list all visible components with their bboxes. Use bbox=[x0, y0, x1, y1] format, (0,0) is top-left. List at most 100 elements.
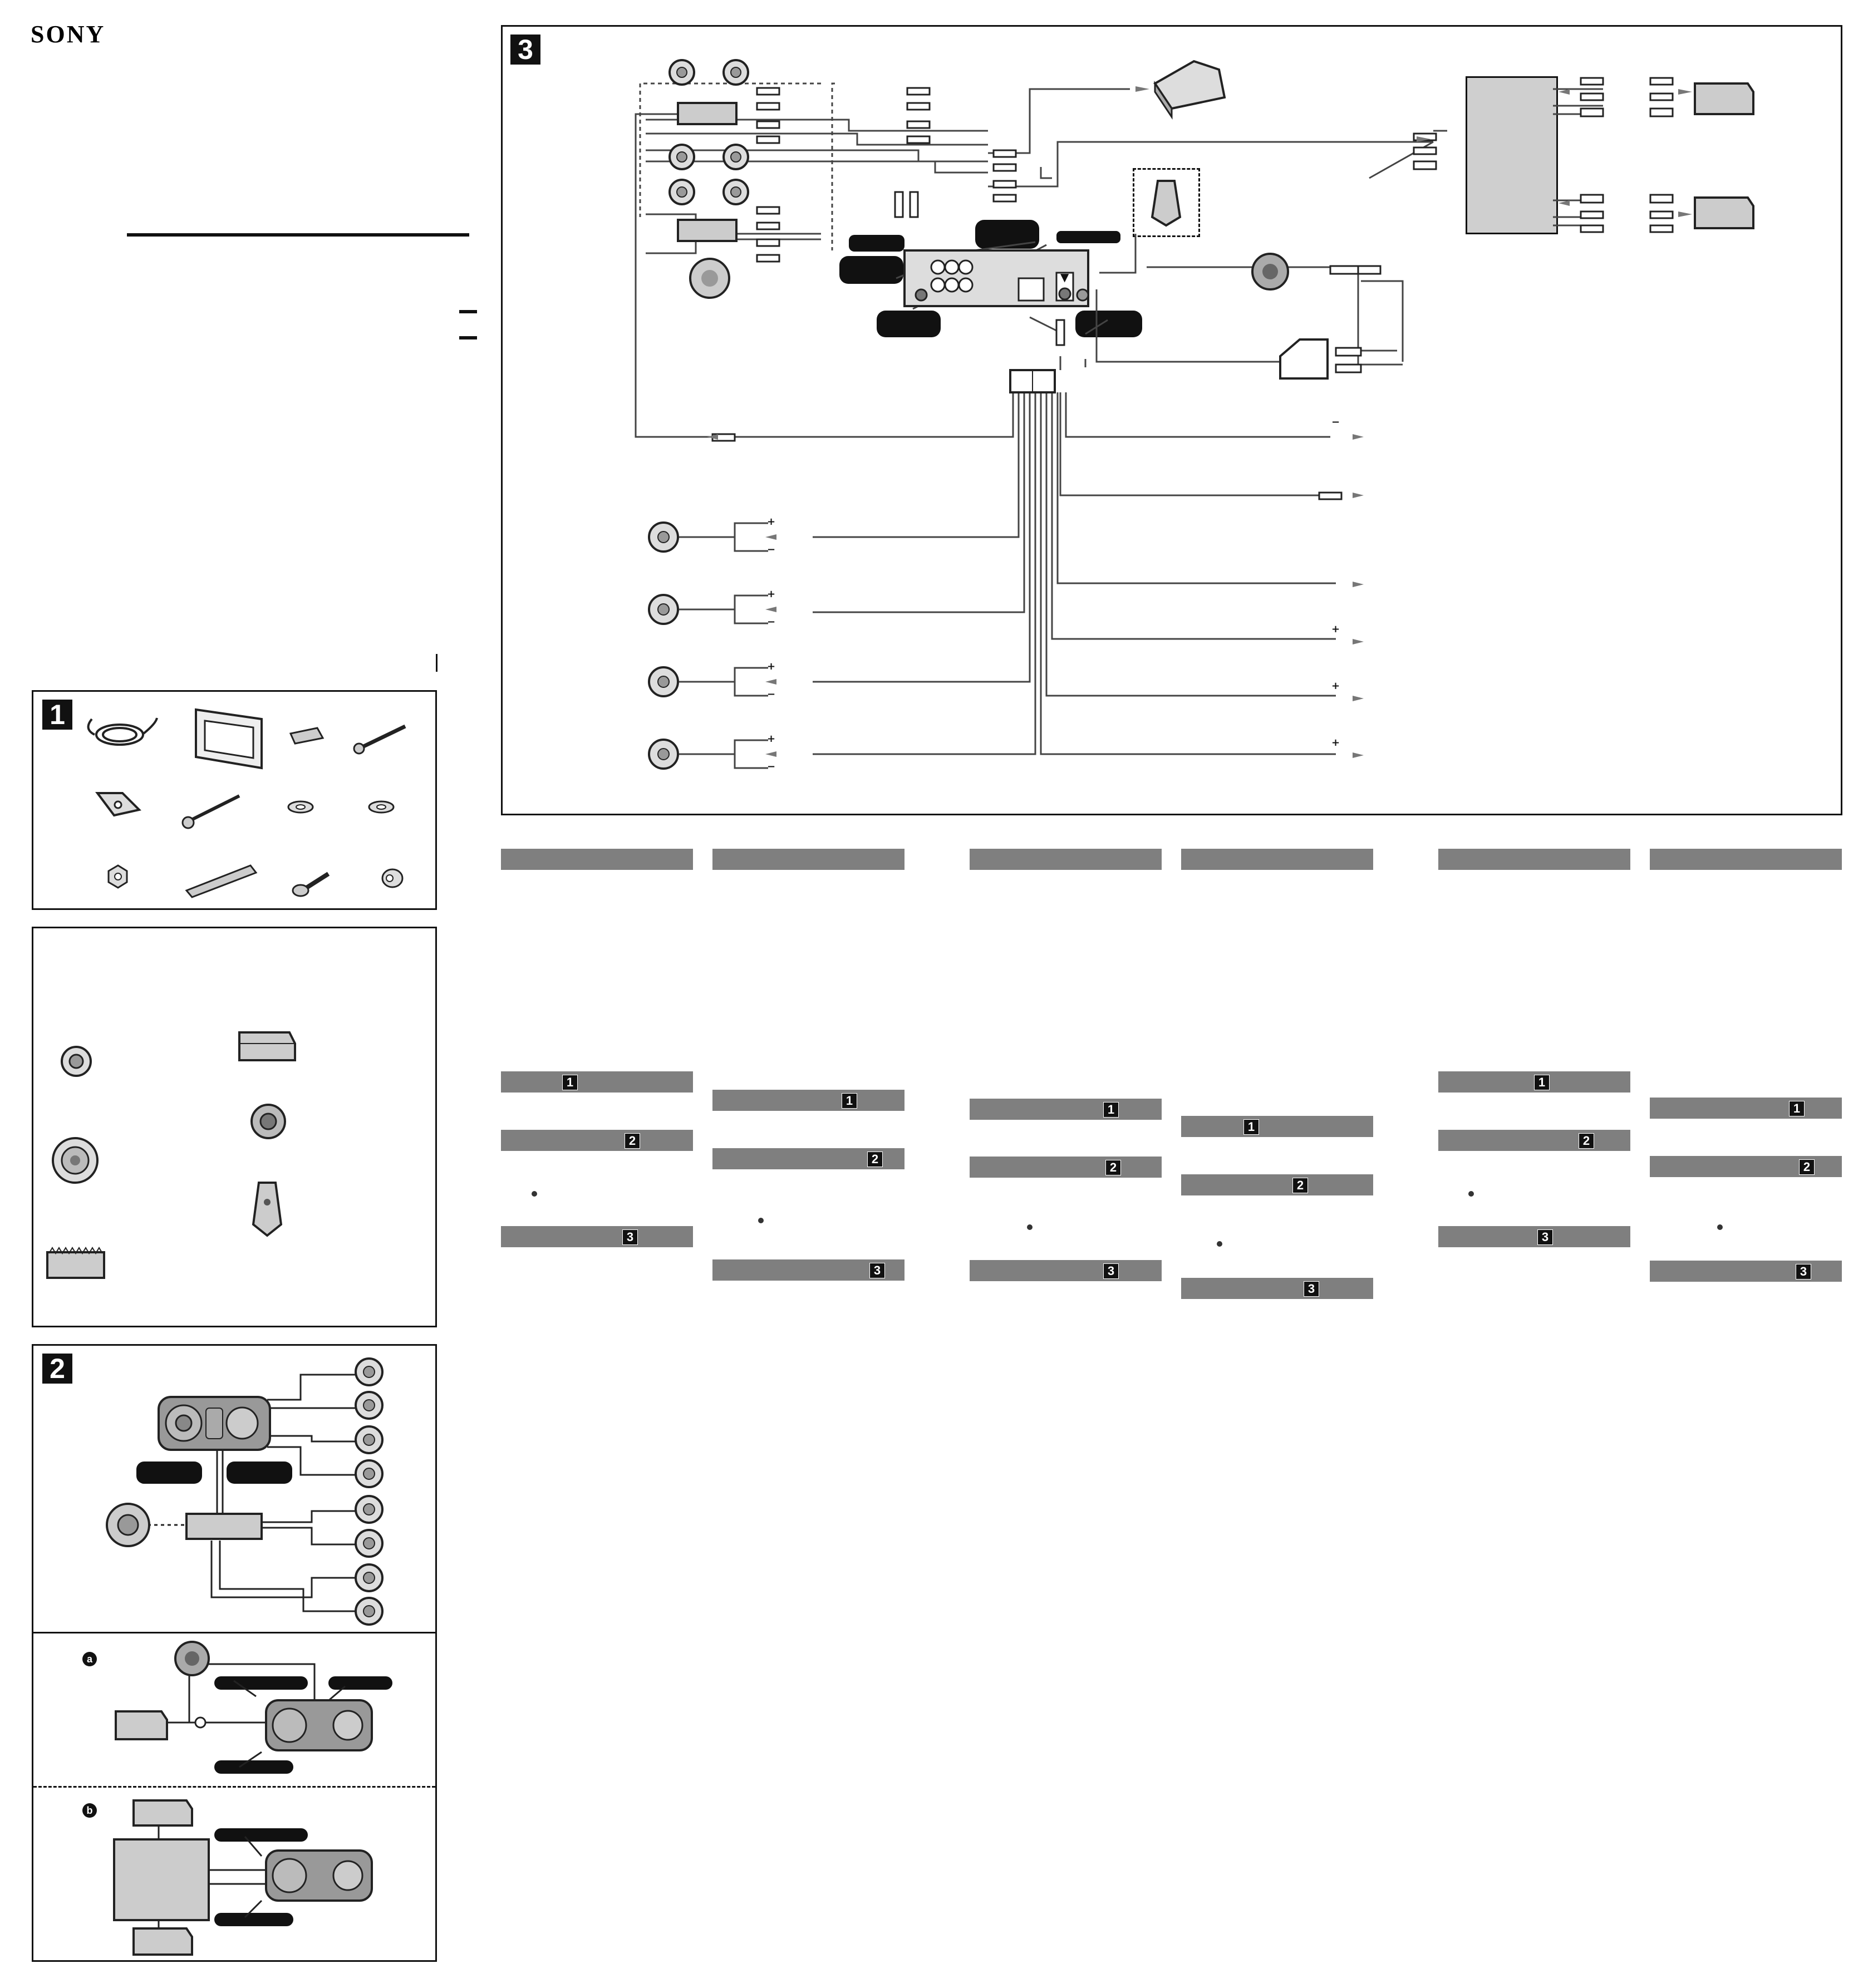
accessories-panel: 1 bbox=[32, 690, 437, 910]
arrow-left-icon bbox=[707, 89, 1570, 757]
section-tag: 3 bbox=[1304, 1281, 1319, 1297]
cd-changer-icon bbox=[1694, 82, 1754, 229]
remote-sensor-icon bbox=[1151, 180, 1182, 227]
harness-connector bbox=[1009, 369, 1056, 393]
column-heading-bar bbox=[501, 849, 693, 870]
rotary-commander-icon bbox=[250, 1104, 286, 1139]
spring-washer-icon bbox=[368, 800, 395, 814]
speaker-icon bbox=[52, 1137, 99, 1184]
section-bar-1: 1 bbox=[501, 1071, 693, 1093]
section-tag: 1 bbox=[842, 1093, 857, 1109]
mounting-frame-icon bbox=[195, 708, 263, 770]
callout-block bbox=[214, 1760, 293, 1774]
section-tag: 1 bbox=[1103, 1102, 1119, 1118]
section-tag: 3 bbox=[869, 1263, 885, 1278]
section-bar-2: 2 bbox=[1438, 1130, 1630, 1151]
bullet-dot bbox=[1717, 1224, 1723, 1230]
bullet-dot bbox=[1217, 1241, 1222, 1247]
arrow-right-icon bbox=[1135, 86, 1692, 758]
section-bar-3: 3 bbox=[1650, 1261, 1842, 1282]
tweeter-icon bbox=[61, 1046, 92, 1077]
callout-block bbox=[1056, 231, 1120, 243]
polarity-plus: + bbox=[1331, 680, 1340, 692]
cap-nut-icon bbox=[381, 868, 404, 888]
amplifier-icon bbox=[185, 1513, 263, 1540]
polarity-plus: + bbox=[767, 588, 775, 600]
connector-node bbox=[194, 1716, 207, 1729]
dashed-divider bbox=[33, 1786, 435, 1788]
section-bar-3: 3 bbox=[501, 1226, 693, 1247]
section-tag: 2 bbox=[867, 1152, 883, 1167]
callout-block bbox=[227, 1462, 292, 1484]
section-bar-3: 3 bbox=[1438, 1226, 1630, 1247]
callout-block bbox=[849, 235, 904, 252]
polarity-plus: + bbox=[767, 516, 775, 528]
triangle-mark: ▼ bbox=[1060, 270, 1069, 284]
rotary-commander-icon bbox=[1251, 253, 1289, 291]
section-tag: 1 bbox=[1789, 1101, 1805, 1116]
washer-icon bbox=[287, 800, 314, 814]
section-tag: 2 bbox=[1292, 1178, 1308, 1193]
polarity-plus: + bbox=[1331, 737, 1340, 749]
callout-block bbox=[136, 1462, 202, 1484]
section-tag: 2 bbox=[625, 1133, 640, 1149]
rca-connector-icon bbox=[711, 77, 1674, 500]
section-bar-2: 2 bbox=[501, 1130, 693, 1151]
column-heading-bar bbox=[1181, 849, 1373, 870]
callout-block bbox=[214, 1676, 308, 1690]
section-tag: 1 bbox=[1243, 1119, 1259, 1135]
cd-changer-icon bbox=[238, 1031, 296, 1061]
panel-number-2: 2 bbox=[42, 1354, 72, 1384]
polarity-minus: − bbox=[767, 616, 775, 628]
callout-block bbox=[877, 311, 941, 337]
polarity-plus: + bbox=[767, 733, 775, 745]
rotary-commander-icon bbox=[174, 1641, 210, 1676]
source-selector-box bbox=[113, 1838, 210, 1921]
speaker-icon bbox=[668, 59, 749, 205]
portable-dvd-icon bbox=[1153, 60, 1226, 120]
speaker-cone bbox=[657, 67, 741, 760]
section-divider bbox=[33, 1632, 435, 1633]
remote-sensor-box bbox=[1133, 168, 1200, 237]
polarity-minus: − bbox=[767, 544, 775, 555]
section-bar-3: 3 bbox=[712, 1259, 904, 1281]
bolt-icon bbox=[181, 794, 240, 829]
panel-number-1: 1 bbox=[42, 700, 72, 730]
cord-bundle-icon bbox=[87, 717, 158, 746]
column-heading-bar bbox=[1650, 849, 1842, 870]
bullet-dot bbox=[758, 1218, 764, 1223]
section-bar-1: 1 bbox=[970, 1099, 1162, 1120]
column-heading-bar bbox=[1438, 849, 1630, 870]
section-tag: 1 bbox=[562, 1075, 578, 1090]
cd-changer-icon bbox=[132, 1927, 193, 1956]
amplifier-icon bbox=[677, 102, 738, 242]
screw-icon bbox=[353, 724, 406, 755]
title-rule bbox=[127, 233, 469, 237]
polarity-minus: − bbox=[767, 761, 775, 772]
section-tag: 2 bbox=[1579, 1133, 1594, 1149]
section-tag: 2 bbox=[1799, 1159, 1815, 1175]
nut-icon bbox=[107, 864, 128, 889]
system-overview-panel: 2 bbox=[32, 1344, 437, 1962]
sony-logo: SONY bbox=[31, 21, 106, 48]
sub-label-b: b bbox=[82, 1803, 97, 1818]
section-tag: 3 bbox=[1103, 1263, 1119, 1279]
connection-diagram-panel: 3 bbox=[501, 25, 1842, 815]
section-tag: 2 bbox=[1105, 1160, 1121, 1175]
release-key-icon bbox=[289, 727, 325, 745]
section-bar-1: 1 bbox=[1650, 1098, 1842, 1119]
polarity-minus: − bbox=[767, 688, 775, 700]
head-unit-rear-chassis bbox=[903, 249, 1089, 307]
section-bar-3: 3 bbox=[1181, 1278, 1373, 1299]
polarity-plus: + bbox=[1331, 623, 1340, 635]
speaker-icon bbox=[648, 521, 679, 770]
head-unit-icon bbox=[265, 1849, 373, 1902]
amplifier-icon bbox=[46, 1247, 105, 1279]
callout-block bbox=[214, 1828, 308, 1842]
bracket-icon bbox=[95, 792, 141, 817]
column-heading-bar bbox=[970, 849, 1162, 870]
